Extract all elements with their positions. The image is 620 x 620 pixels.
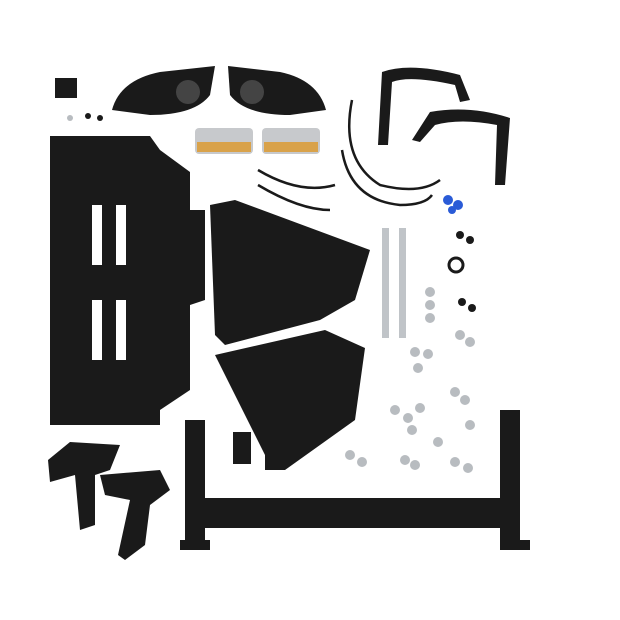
mount-bracket-2 — [100, 470, 170, 560]
strap-2 — [399, 228, 406, 338]
strap-1 — [382, 228, 389, 338]
skid-plate — [50, 136, 205, 425]
side-bracket-upper — [210, 200, 370, 345]
mount-bracket-1 — [48, 442, 120, 530]
wiring-cables — [257, 99, 441, 212]
fender-flare-1 — [378, 67, 470, 145]
side-bracket-lower — [215, 330, 365, 470]
fender-flare-2 — [412, 109, 510, 185]
crossmember-frame — [180, 410, 530, 550]
hardware-kit — [55, 78, 476, 473]
small-bracket — [233, 432, 251, 464]
